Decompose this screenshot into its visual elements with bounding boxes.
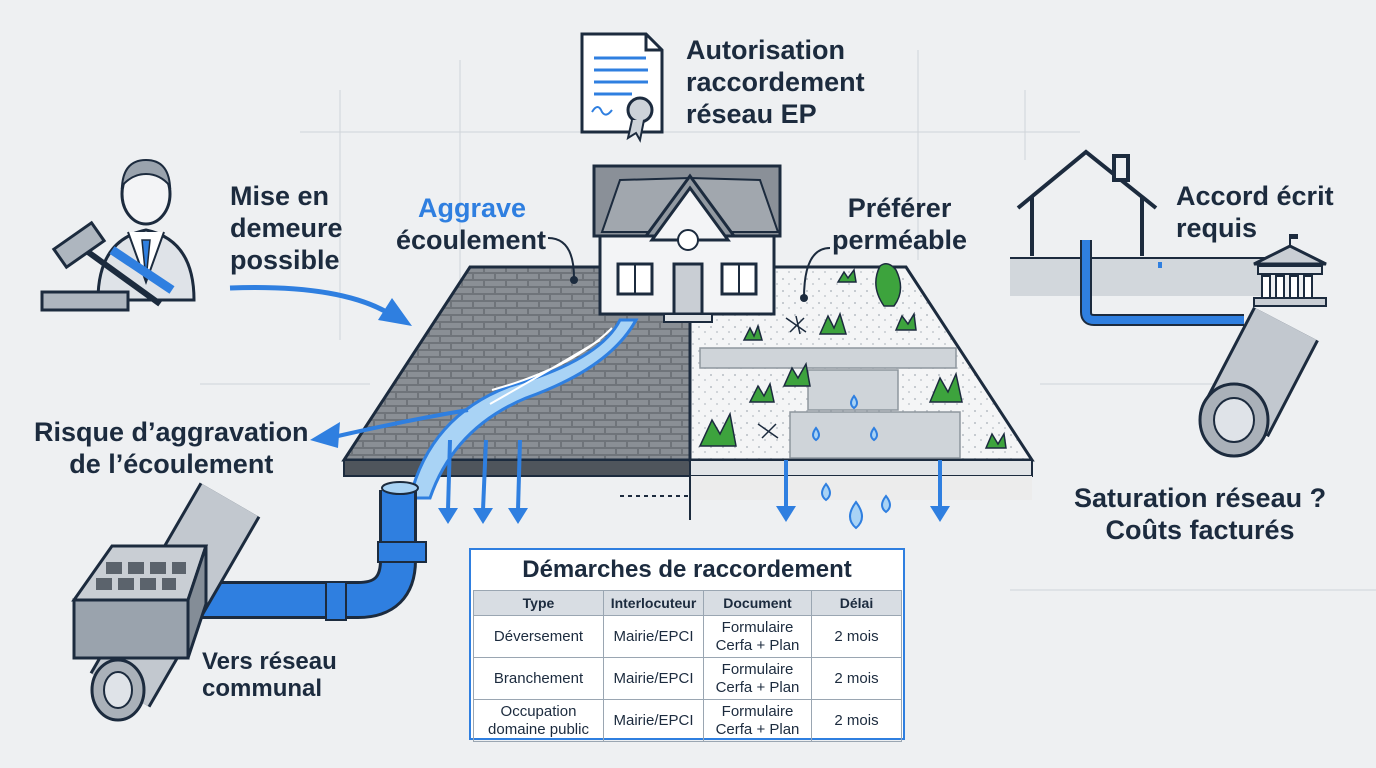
table-cell: 2 mois [811, 615, 902, 658]
cell-line: Cerfa + Plan [715, 636, 800, 654]
water-drop-icon [812, 394, 891, 530]
procedures-table-panel: Démarches de raccordement Type Interlocu… [469, 548, 905, 742]
table-cell: 2 mois [811, 699, 902, 742]
plant-icon [698, 263, 1007, 449]
cell-line: Branchement [493, 669, 584, 687]
cell-line: Mairie/EPCI [613, 627, 694, 645]
town-hall-icon [1253, 234, 1327, 307]
cell-line: Mairie/EPCI [613, 669, 694, 687]
column-header: Délai [811, 590, 902, 616]
table-cell: Mairie/EPCI [603, 657, 704, 700]
storm-drain-icon [71, 482, 261, 722]
column-header: Document [703, 590, 812, 616]
cell-line: Déversement [493, 627, 584, 645]
cell-line: Formulaire [721, 618, 794, 636]
pipe-icon [1198, 306, 1319, 458]
cell-line: Occupation [500, 702, 577, 720]
cell-line: Formulaire [721, 702, 794, 720]
document-seal-icon [580, 32, 664, 143]
cell-line: Cerfa + Plan [715, 720, 800, 738]
column-header: Interlocuteur [603, 590, 704, 616]
column-header: Type [473, 590, 604, 616]
house-outline-icon [1016, 149, 1158, 256]
runoff-arrows [438, 439, 950, 524]
judge-gavel-icon [40, 158, 196, 312]
demeure-arrow [229, 285, 392, 317]
table-cell: Déversement [473, 615, 604, 658]
procedures-table: Type Interlocuteur Document Délai Dévers… [473, 590, 902, 742]
table-cell: 2 mois [811, 657, 902, 700]
cell-line: 2 mois [834, 711, 879, 729]
guide-lines [200, 50, 1376, 591]
table-cell: Mairie/EPCI [603, 615, 704, 658]
table-title: Démarches de raccordement [522, 556, 852, 583]
pipe-icon [198, 481, 427, 621]
cell-line: Mairie/EPCI [613, 711, 694, 729]
table-cell: Branchement [473, 657, 604, 700]
cell-line: Cerfa + Plan [715, 678, 800, 696]
house-icon [592, 164, 782, 323]
cell-line: domaine public [488, 720, 589, 738]
runoff-stream [408, 318, 639, 500]
table-header-row: Type Interlocuteur Document Délai [473, 590, 902, 616]
cell-line: 2 mois [834, 669, 879, 687]
cell-line: 2 mois [834, 627, 879, 645]
label-saturation: Saturation réseau ?Coûts facturés [1074, 483, 1327, 545]
cell-line: Formulaire [721, 660, 794, 678]
table-cell: Mairie/EPCI [603, 699, 704, 742]
